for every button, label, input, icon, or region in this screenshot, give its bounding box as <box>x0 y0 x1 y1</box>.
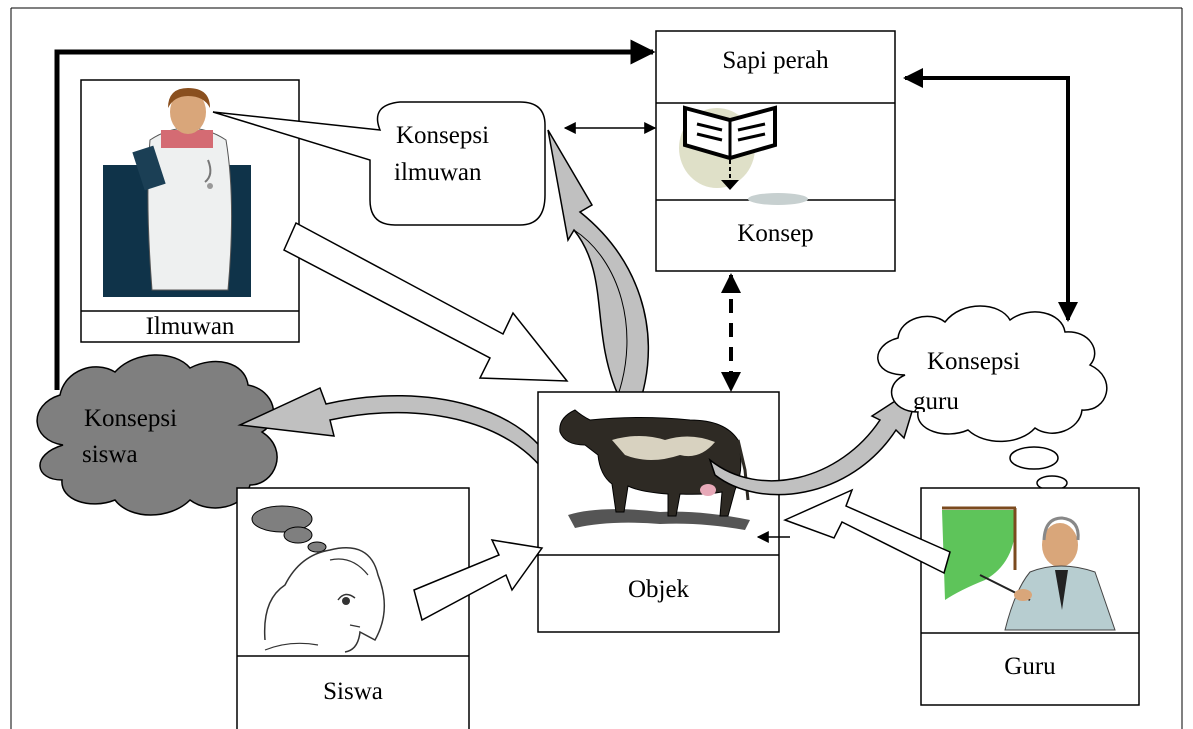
arrow-siswa-objek <box>413 539 544 622</box>
konsepsi-ilmuwan-bubble <box>212 101 546 226</box>
ilmuwan-label: Ilmuwan <box>145 313 235 340</box>
konsep-frame <box>655 30 896 272</box>
konsepsi-siswa-cloud <box>36 354 278 516</box>
konsepsi-ilmuwan-line1: Konsepsi <box>396 122 490 149</box>
arrow-ilmuwan-objek <box>283 221 569 382</box>
siswa-label: Siswa <box>323 678 383 705</box>
arrow-objek-konsepsi-siswa <box>237 386 556 489</box>
guru-thought-dot-1 <box>1009 446 1059 470</box>
guru-label: Guru <box>1004 653 1056 680</box>
sapi-perah-label: Sapi perah <box>722 47 829 74</box>
student-icon <box>251 505 386 653</box>
arrow-objek-konsepsi-ilmuwan <box>547 129 650 396</box>
book-icon <box>679 105 808 205</box>
arrow-guru-objek <box>783 488 951 575</box>
konsep-label: Konsep <box>737 220 814 247</box>
teacher-icon <box>942 506 1116 631</box>
konsepsi-guru-cloud <box>877 305 1108 443</box>
connector-siswa-to-sapi <box>54 39 656 390</box>
objek-label: Objek <box>627 576 690 603</box>
scientist-icon <box>103 88 251 297</box>
konsepsi-siswa-line2: siswa <box>82 441 138 468</box>
arrow-objek-konsepsi-guru <box>708 383 922 496</box>
konsepsi-ilmuwan-line2: ilmuwan <box>394 159 482 186</box>
konsepsi-siswa-line1: Konsepsi <box>84 405 178 432</box>
cow-icon <box>559 409 750 530</box>
konsepsi-guru-line2: guru <box>913 388 959 412</box>
konsepsi-guru-line1: Konsepsi <box>927 348 1021 375</box>
connector-sapi-to-guru <box>903 68 1078 322</box>
